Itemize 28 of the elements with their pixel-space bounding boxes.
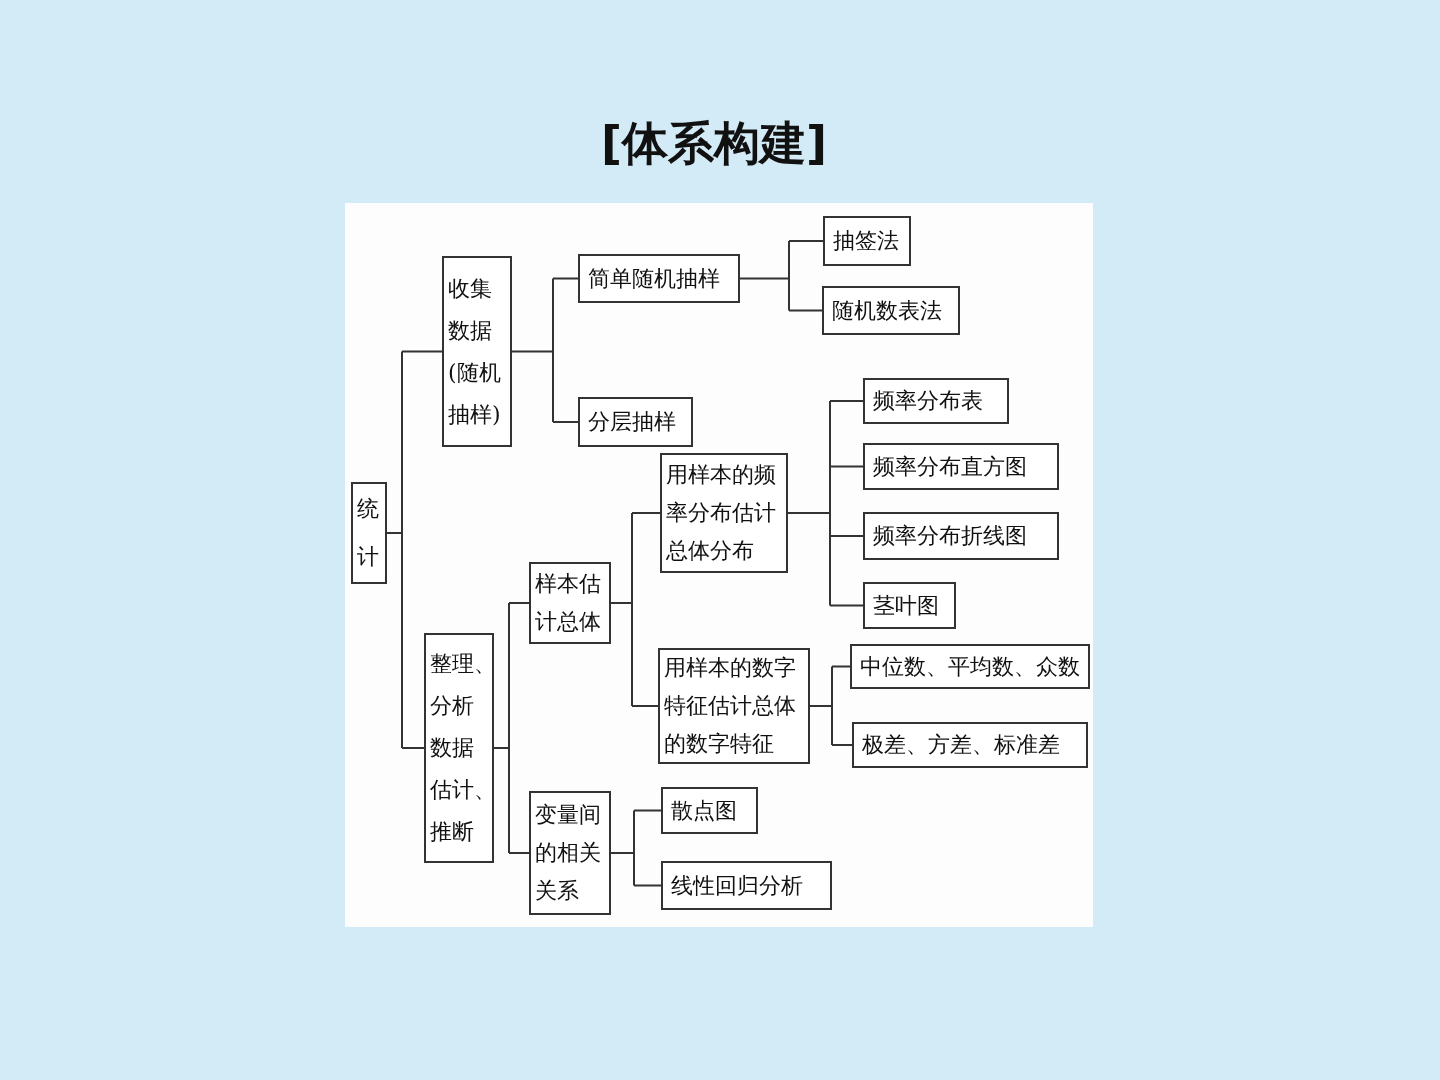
concept-box: 收集数据(随机抽样) [442, 256, 512, 447]
connector-line [809, 665, 853, 746]
connector-line [739, 240, 824, 312]
concept-box: 用样本的频率分布估计总体分布 [660, 453, 788, 573]
concept-box: 统计 [351, 482, 387, 584]
concept-box: 随机数表法 [822, 286, 960, 335]
concept-box: 频率分布直方图 [863, 443, 1059, 490]
concept-box: 变量间的相关关系 [529, 791, 611, 915]
concept-box: 茎叶图 [863, 582, 956, 629]
concept-box: 样本估计总体 [529, 562, 611, 644]
connector-line [787, 400, 864, 607]
concept-box: 频率分布折线图 [863, 512, 1059, 560]
concept-box: 抽签法 [823, 216, 911, 266]
concept-box: 简单随机抽样 [578, 254, 740, 303]
concept-box: 线性回归分析 [661, 861, 832, 910]
connector-line [511, 277, 579, 423]
concept-box: 用样本的数字特征估计总体的数字特征 [658, 648, 810, 764]
title: [体系构建] [601, 115, 827, 172]
connector-line [386, 350, 443, 749]
connector-line [493, 602, 530, 854]
concept-box: 频率分布表 [863, 378, 1009, 424]
concept-box: 整理、分析数据估计、推断 [424, 633, 494, 863]
concept-box: 中位数、平均数、众数 [850, 644, 1090, 689]
connector-line [610, 512, 661, 707]
concept-box: 极差、方差、标准差 [852, 722, 1088, 768]
concept-box: 分层抽样 [578, 397, 693, 447]
connector-line [610, 809, 662, 887]
concept-box: 散点图 [661, 787, 758, 834]
